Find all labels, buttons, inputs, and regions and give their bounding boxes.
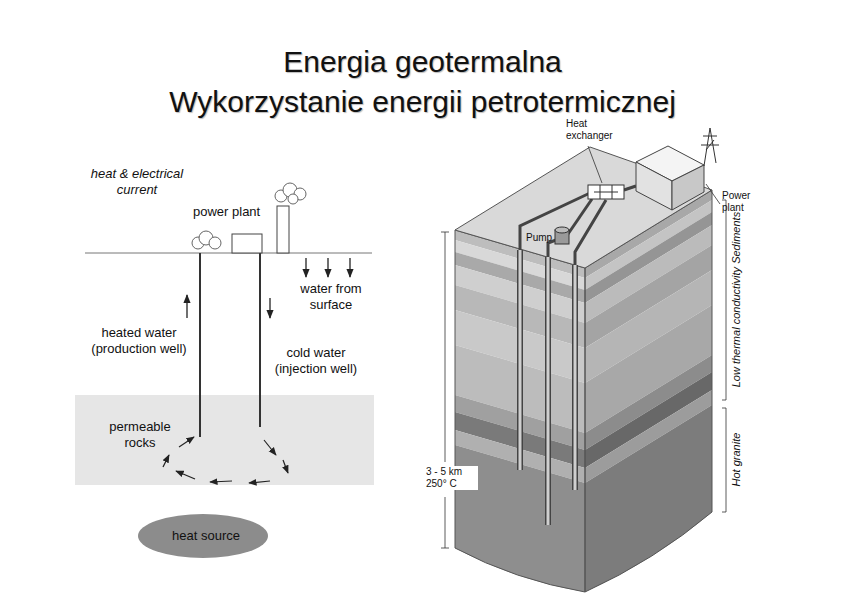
production-well	[200, 253, 201, 396]
ground-line	[85, 253, 372, 254]
well-pipe	[517, 250, 523, 470]
well-pipe	[624, 186, 636, 190]
plant-building	[232, 234, 262, 253]
well-pipe	[545, 257, 551, 525]
depth-bracket	[722, 400, 726, 401]
pylon-symbol	[704, 128, 716, 166]
well-pipe	[572, 265, 578, 490]
circulation-arrow	[264, 440, 276, 455]
subtitle: Wykorzystanie energii petrotermicznej	[0, 84, 845, 120]
block-outline	[455, 230, 585, 592]
depth-bracket	[441, 232, 449, 233]
pump-symbol	[555, 227, 569, 244]
ground-surface	[455, 147, 712, 268]
annotation-label: water from surface	[290, 281, 372, 312]
well-pipe	[519, 250, 522, 470]
depth-bracket	[441, 548, 449, 549]
depth-bracket	[722, 408, 726, 409]
power-plant-building	[636, 162, 672, 210]
annotation-label: Pump	[526, 232, 554, 244]
circulation-arrow	[163, 455, 169, 467]
injection-well	[259, 253, 261, 395]
leader-line	[706, 184, 720, 204]
node-label: permeable rocks	[100, 419, 180, 450]
well-pipe	[547, 257, 550, 525]
annotation-label: Heat exchanger	[566, 118, 618, 142]
flow-arrow	[305, 258, 306, 277]
plant-chimney	[277, 206, 289, 253]
annotation-label: cold water (injection well)	[266, 345, 366, 376]
well-pipe	[575, 200, 606, 265]
rock-layer-band: permeable rocks	[75, 395, 374, 485]
annotation-label: heat & electrical current	[78, 166, 196, 197]
rock-layers	[455, 230, 585, 597]
heat-source-ellipse: heat source	[138, 514, 274, 558]
steam-cloud	[288, 194, 298, 204]
ground-surface	[455, 147, 712, 268]
power-plant-building	[672, 165, 704, 210]
pylon-symbol	[706, 140, 714, 150]
circulation-arrow	[210, 481, 232, 482]
title: Energia geotermalna	[0, 44, 845, 80]
node-label: heat source	[138, 514, 274, 544]
injection-well	[259, 395, 261, 427]
flow-arrow	[349, 258, 350, 277]
leader-line	[588, 146, 720, 204]
depth-bracket	[726, 408, 727, 512]
ground-line	[85, 253, 372, 254]
layer-label: Low thermal conductivity Sediments	[730, 200, 743, 400]
heat-exchanger-symbol	[612, 185, 613, 199]
heat-exchanger-symbol	[588, 185, 624, 199]
circulation-arrow	[249, 481, 270, 483]
production-well	[199, 253, 201, 396]
depth-bracket	[441, 200, 726, 548]
heat-exchanger-symbol	[600, 185, 601, 199]
depth-bracket	[726, 200, 727, 400]
depth-bracket	[445, 497, 446, 548]
node-label: power plant	[190, 202, 298, 220]
node-shape	[75, 395, 374, 485]
pylon-symbol	[703, 136, 717, 137]
depth-bracket	[445, 232, 446, 462]
well-pipe	[520, 186, 636, 525]
flow-arrow	[269, 298, 270, 318]
pump-symbol	[555, 227, 569, 233]
circulation-arrow	[176, 471, 195, 479]
circulation-arrow	[179, 437, 194, 447]
steam-cloud	[209, 237, 221, 249]
flow-arrow	[327, 258, 328, 277]
well-pipe	[574, 265, 577, 490]
annotation-label: heated water (production well)	[80, 325, 198, 356]
production-well	[199, 395, 201, 437]
depth-bracket	[722, 512, 726, 513]
annotation-label: Power plant	[722, 190, 762, 214]
leader-line	[588, 146, 602, 183]
annotation-label: 3 - 5 km 250° C	[426, 466, 478, 490]
pylon-symbol	[701, 128, 719, 166]
heat-exchanger-symbol	[588, 185, 624, 199]
layer-label: Hot granite	[730, 410, 743, 510]
flow-arrow	[186, 295, 187, 318]
rock-layers	[585, 405, 712, 597]
heat-exchanger-symbol	[594, 192, 618, 193]
circulation-arrow	[283, 460, 288, 473]
well-pipe	[520, 193, 590, 250]
power-plant-building	[636, 146, 704, 210]
power-plant: power plant	[190, 202, 298, 253]
